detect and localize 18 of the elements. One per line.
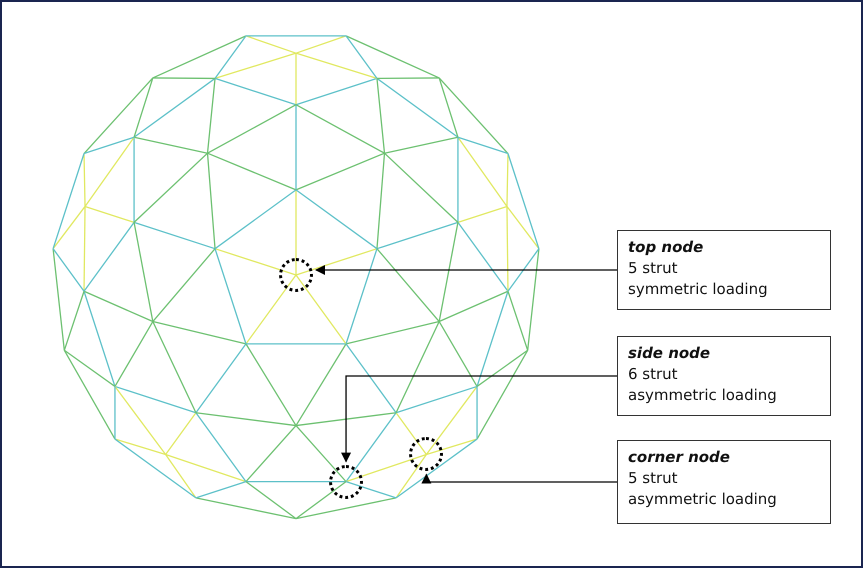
callout-box <box>617 230 831 310</box>
callout-text: symmetric loading <box>628 279 769 300</box>
callout-text: 5 strut <box>628 468 679 489</box>
callout-text: asymmetric loading <box>628 489 778 510</box>
callout-heading: side node <box>628 343 712 364</box>
arrow <box>421 473 617 484</box>
callout-text: 5 strut <box>628 258 679 279</box>
arrow <box>341 375 617 463</box>
dotted-circle-marker <box>279 258 313 292</box>
callout-text: 6 strut <box>628 364 679 385</box>
callout-heading: corner node <box>628 447 731 468</box>
dotted-circle-marker <box>409 437 444 472</box>
callout-text: asymmetric loading <box>628 385 778 406</box>
arrow <box>315 265 617 275</box>
callout-box <box>617 440 831 524</box>
callout-heading: top node <box>628 237 704 258</box>
callout-box <box>617 336 831 416</box>
dotted-circle-marker <box>329 464 364 499</box>
